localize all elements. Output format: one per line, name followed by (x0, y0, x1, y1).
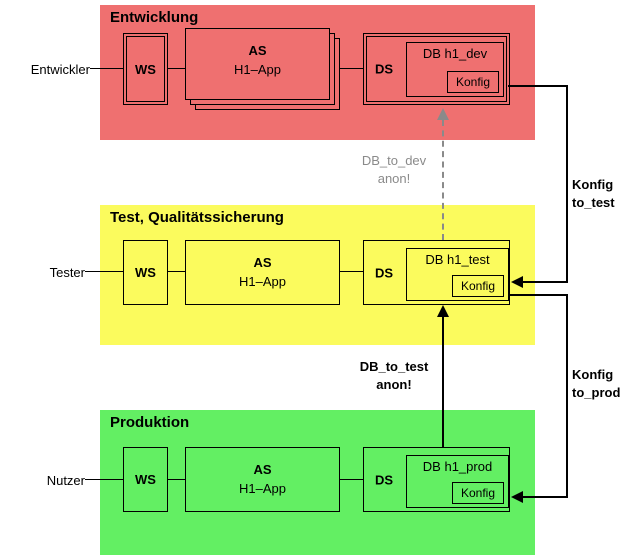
test-actor-label: Tester (49, 265, 85, 280)
konfig-to-prod-label-2: to_prod (572, 385, 621, 400)
test-as-box: AS H1–App (185, 240, 340, 305)
test-as-ds-connector-line (340, 271, 363, 272)
prod-ws-as-connector-line (168, 479, 185, 480)
dev-ds-box-inner-border (366, 36, 507, 102)
test-as-text: AS H1–App (186, 255, 339, 289)
db-to-test-label: DB_to_test (359, 359, 429, 374)
prod-as-box: AS H1–App (185, 447, 340, 512)
dev-as-sublabel: H1–App (234, 62, 281, 77)
test-as-label: AS (253, 255, 272, 270)
dev-konfig-box: Konfig (447, 71, 499, 93)
konfig-to-prod-line-bottom (523, 496, 568, 498)
test-ws-as-connector-line (168, 271, 185, 272)
test-db-label: DB h1_test (425, 252, 490, 267)
prod-environment-band: Produktion WS AS H1–App DS DB h1_prod Ko… (100, 410, 535, 555)
dev-ws-label: WS (135, 61, 156, 77)
konfig-to-test-label-1: Konfig (572, 177, 614, 192)
db-to-dev-arrowhead-icon (437, 108, 449, 120)
dev-as-ds-connector-line (340, 68, 363, 69)
db-to-dev-label: DB_to_dev (361, 153, 427, 168)
konfig-to-prod-line-top (508, 294, 568, 296)
dev-db-label: DB h1_dev (422, 46, 488, 61)
test-ws-box: WS (123, 240, 168, 305)
dev-as-label: AS (248, 43, 267, 58)
konfig-to-prod-arrowhead-icon (511, 491, 523, 503)
prod-db-box: DB h1_prod Konfig (406, 455, 509, 508)
dev-as-box: AS H1–App (185, 28, 330, 100)
dev-ds-box: DS DB h1_dev Konfig (363, 33, 510, 105)
test-db-box: DB h1_test Konfig (406, 248, 509, 301)
dev-actor-connector-line (90, 68, 123, 69)
prod-band-title: Produktion (110, 414, 190, 431)
dev-ws-box: WS (123, 33, 168, 105)
test-konfig-box: Konfig (452, 275, 504, 297)
db-to-dev-label-group: DB_to_dev anon! (352, 152, 436, 188)
prod-ds-box: DS DB h1_prod Konfig (363, 447, 510, 512)
db-to-dev-note: anon! (377, 171, 411, 186)
test-ds-label: DS (375, 265, 394, 280)
test-as-sublabel: H1–App (239, 274, 286, 289)
dev-band-title: Entwicklung (110, 9, 199, 26)
prod-ws-box: WS (123, 447, 168, 512)
konfig-to-test-line-top (508, 85, 568, 87)
prod-as-label: AS (253, 462, 272, 477)
konfig-to-prod-label-group: Konfig to_prod (572, 366, 620, 402)
prod-actor-label: Nutzer (46, 473, 85, 488)
prod-db-label: DB h1_prod (422, 459, 493, 474)
db-to-dev-arrow-line (442, 120, 444, 240)
prod-ds-label: DS (375, 472, 394, 487)
konfig-to-prod-line-vertical (566, 294, 568, 497)
prod-as-sublabel: H1–App (239, 481, 286, 496)
db-to-test-label-group: DB_to_test anon! (352, 358, 436, 394)
test-environment-band: Test, Qualitätssicherung WS AS H1–App DS… (100, 205, 535, 345)
dev-ds-label: DS (375, 61, 394, 77)
konfig-to-test-line-vertical (566, 85, 568, 283)
test-band-title: Test, Qualitätssicherung (110, 209, 284, 226)
dev-ws-box-inner-border (126, 36, 165, 102)
test-actor-connector-line (85, 271, 123, 272)
dev-db-box: DB h1_dev Konfig (406, 42, 504, 97)
prod-as-ds-connector-line (340, 479, 363, 480)
dev-actor-label: Entwickler (30, 62, 90, 77)
prod-actor-connector-line (85, 479, 123, 480)
konfig-to-prod-label-1: Konfig (572, 367, 614, 382)
konfig-to-test-label-2: to_test (572, 195, 615, 210)
db-to-test-arrow-line (442, 317, 444, 447)
test-ds-box: DS DB h1_test Konfig (363, 240, 510, 305)
dev-ws-as-connector-line (168, 68, 185, 69)
db-to-test-arrowhead-icon (437, 305, 449, 317)
konfig-to-test-label-group: Konfig to_test (572, 176, 615, 212)
dev-environment-band: Entwicklung WS AS H1–App DS DB h1_dev Ko… (100, 5, 535, 140)
prod-konfig-box: Konfig (452, 482, 504, 504)
dev-as-text: AS H1–App (186, 43, 329, 77)
konfig-to-test-line-bottom (523, 281, 568, 283)
konfig-to-test-arrowhead-icon (511, 276, 523, 288)
db-to-test-note: anon! (376, 377, 412, 392)
prod-as-text: AS H1–App (186, 462, 339, 496)
